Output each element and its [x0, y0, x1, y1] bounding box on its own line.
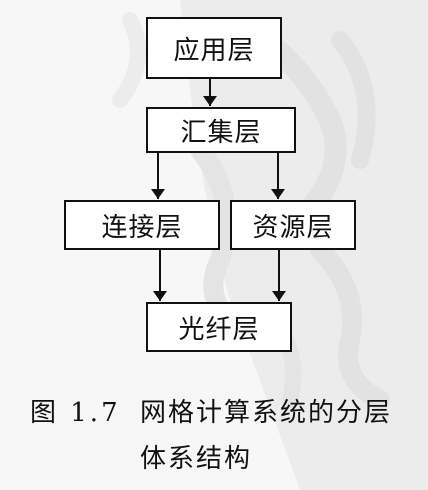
figure-caption-line2: 体系结构 [140, 444, 253, 474]
node-application-layer: 应用层 [146, 17, 282, 79]
node-collective-layer: 汇集层 [146, 107, 296, 153]
node-fabric-layer: 光纤层 [146, 302, 292, 352]
figure-number: 图 1.7 [30, 398, 121, 428]
node-connectivity-layer: 连接层 [64, 200, 220, 250]
figure-caption-line1: 网格计算系统的分层 [140, 398, 393, 428]
node-resource-layer: 资源层 [230, 200, 356, 250]
